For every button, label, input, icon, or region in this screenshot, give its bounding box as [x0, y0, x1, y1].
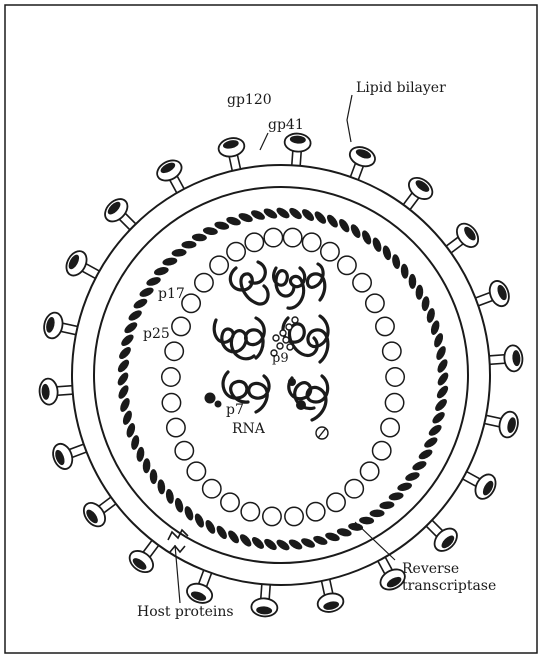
capsid-protein-bead	[321, 242, 339, 260]
capsid-protein-bead	[385, 394, 403, 412]
label-p9: p9	[272, 351, 289, 366]
capsid-protein-bead	[302, 233, 320, 251]
capsid-protein-bead	[381, 418, 399, 436]
capsid-protein-bead	[285, 507, 303, 525]
capsid-protein-bead	[345, 480, 363, 498]
capsid-protein-bead	[353, 273, 371, 291]
capsid-protein-bead	[264, 228, 282, 246]
capsid-protein-bead	[376, 317, 394, 335]
gp41-leader-line	[260, 133, 268, 150]
capsid-protein-bead	[187, 462, 205, 480]
capsid-protein-bead	[241, 502, 259, 520]
capsid-protein-bead	[306, 502, 324, 520]
capsid-protein-bead	[283, 228, 301, 246]
capsid-protein-bead	[167, 418, 185, 436]
capsid-protein-bead	[203, 480, 221, 498]
label-gp120: gp120	[227, 92, 272, 108]
capsid-protein-bead	[338, 256, 356, 274]
capsid-protein-bead	[245, 233, 263, 251]
label-lipid-bilayer: Lipid bilayer	[356, 80, 446, 96]
capsid-protein-bead	[165, 342, 183, 360]
capsid-protein-bead	[195, 273, 213, 291]
capsid-protein-bead	[263, 507, 281, 525]
capsid-protein-bead	[360, 462, 378, 480]
capsid-protein-bead	[383, 342, 401, 360]
capsid-protein-bead	[373, 442, 391, 460]
label-p7: p7	[226, 402, 244, 418]
capsid-protein-bead	[366, 294, 384, 312]
capsid-protein-bead	[175, 442, 193, 460]
capsid-protein-bead	[210, 256, 228, 274]
label-p25: p25	[143, 326, 170, 342]
capsid-protein-bead	[221, 493, 239, 511]
label-gp41: gp41	[268, 117, 304, 133]
label-rna: RNA	[232, 421, 266, 437]
capsid-protein-bead	[227, 242, 245, 260]
capsid-protein-bead	[386, 368, 404, 386]
label-host-proteins: Host proteins	[137, 604, 234, 620]
label-p17: p17	[158, 286, 185, 302]
lipid-bilayer-leader-line	[347, 95, 352, 142]
capsid-protein-bead	[172, 317, 190, 335]
capsid-protein-bead	[327, 493, 345, 511]
label-reverse-transcriptase: Reverse transcriptase	[402, 561, 496, 594]
capsid-protein-bead	[162, 394, 180, 412]
capsid-protein-bead	[162, 368, 180, 386]
